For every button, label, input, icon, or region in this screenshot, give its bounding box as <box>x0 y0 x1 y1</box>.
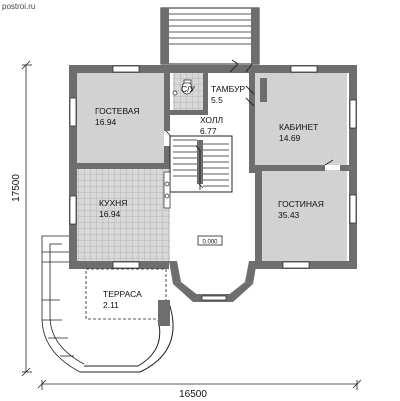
windows <box>69 65 357 269</box>
room-area-kuhnya: 16.94 <box>99 209 121 219</box>
level-marker: 0.000 <box>197 235 223 246</box>
room-labels: ГОСТЕВАЯ 16.94 С/У ТАМБУР 5.5 ХОЛЛ 6.77 … <box>95 84 324 310</box>
room-area-terrasa: 2.11 <box>103 300 119 310</box>
room-name-tambur: ТАМБУР <box>211 84 245 94</box>
kitchen-fixtures <box>163 171 171 209</box>
side-steps <box>41 235 85 373</box>
room-area-tambur: 5.5 <box>211 95 223 105</box>
room-name-kabinet: КАБИНЕТ <box>279 122 318 132</box>
depth-dimension-label: 17500 <box>11 174 22 202</box>
room-name-terrasa: ТЕРРАСА <box>103 289 142 299</box>
level-marker-label: 0.000 <box>202 240 218 246</box>
interior-walls <box>77 73 349 261</box>
rear-staircase <box>160 7 260 65</box>
bay-window-glazing <box>201 295 227 301</box>
room-name-kuhnya: КУХНЯ <box>99 198 127 208</box>
room-name-gostinaya: ГОСТИНАЯ <box>278 199 324 209</box>
room-fills <box>77 73 347 261</box>
bathroom-fixtures <box>172 79 193 96</box>
room-name-gostevaya: ГОСТЕВАЯ <box>95 106 140 116</box>
room-name-su: С/У <box>181 84 196 94</box>
width-dimension-label: 16500 <box>179 389 207 400</box>
dimension-lines <box>21 60 362 390</box>
terrace <box>80 268 174 373</box>
interior-staircase <box>169 135 233 193</box>
room-area-gostevaya: 16.94 <box>95 117 117 127</box>
room-area-holl: 6.77 <box>200 126 217 136</box>
room-area-kabinet: 14.69 <box>279 133 301 143</box>
watermark-text: postroi.ru <box>2 2 35 11</box>
room-area-gostinaya: 35.43 <box>278 210 300 220</box>
room-name-holl: ХОЛЛ <box>200 115 223 125</box>
